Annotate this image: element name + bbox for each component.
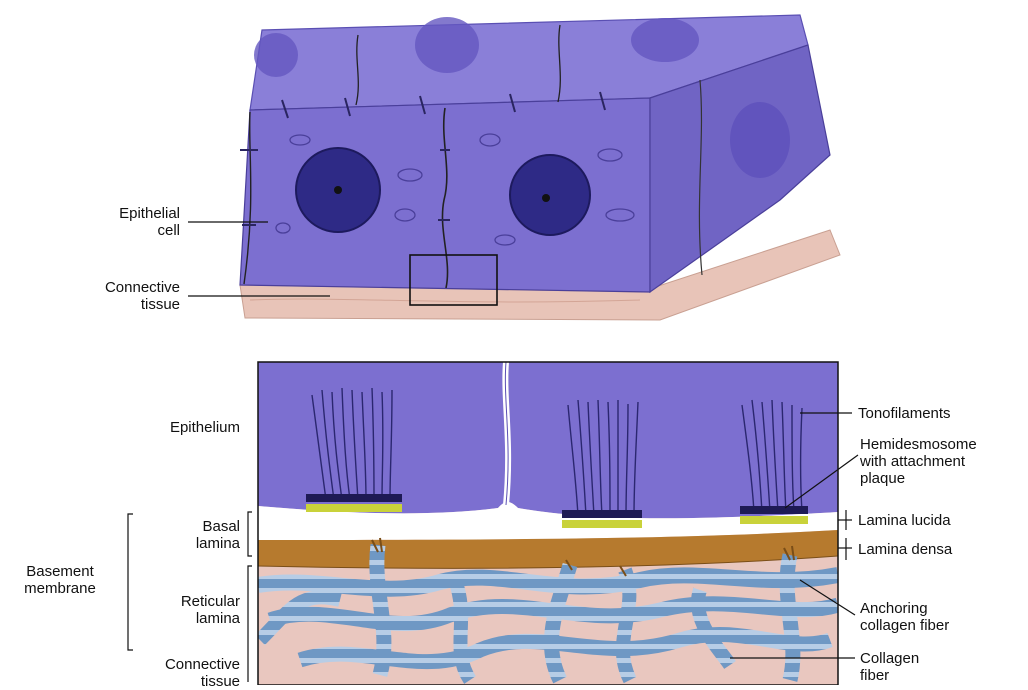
label-epithelium-text: Epithelium xyxy=(120,419,240,436)
label-collagen-fiber-line2: fiber xyxy=(860,667,919,684)
epithelial-block-illustration xyxy=(240,15,840,320)
label-lamina-densa-text: Lamina densa xyxy=(858,541,952,558)
label-basement-membrane-line1: Basement xyxy=(10,563,110,580)
label-reticular-lamina-line2: lamina xyxy=(140,610,240,627)
label-connective-tissue-bottom-line1: Connective xyxy=(120,656,240,673)
basement-membrane-illustration xyxy=(258,362,838,685)
label-reticular-lamina: Reticular lamina xyxy=(140,593,240,627)
label-epithelium: Epithelium xyxy=(120,419,240,436)
label-anchoring-collagen-fiber: Anchoring collagen fiber xyxy=(860,600,949,634)
label-lamina-lucida: Lamina lucida xyxy=(858,512,951,529)
label-connective-tissue-top-line2: tissue xyxy=(60,296,180,313)
label-hemidesmosome-line1: Hemidesmosome xyxy=(860,436,977,453)
label-anchoring-line1: Anchoring xyxy=(860,600,949,617)
label-basal-lamina: Basal lamina xyxy=(140,518,240,552)
label-collagen-fiber: Collagen fiber xyxy=(860,650,919,684)
label-tonofilaments-text: Tonofilaments xyxy=(858,405,951,422)
label-anchoring-line2: collagen fiber xyxy=(860,617,949,634)
label-lamina-densa: Lamina densa xyxy=(858,541,952,558)
label-lamina-lucida-text: Lamina lucida xyxy=(858,512,951,529)
label-hemidesmosome-line2: with attachment xyxy=(860,453,977,470)
label-epithelial-cell-line1: Epithelial xyxy=(80,205,180,222)
label-basal-lamina-line2: lamina xyxy=(140,535,240,552)
label-epithelial-cell-line2: cell xyxy=(80,222,180,239)
label-basal-lamina-line1: Basal xyxy=(140,518,240,535)
label-basement-membrane: Basement membrane xyxy=(10,563,110,597)
nucleus-right xyxy=(510,155,590,235)
label-connective-tissue-top-line1: Connective xyxy=(60,279,180,296)
label-tonofilaments: Tonofilaments xyxy=(858,405,951,422)
label-basement-membrane-line2: membrane xyxy=(10,580,110,597)
label-connective-tissue-top: Connective tissue xyxy=(60,279,180,313)
label-epithelial-cell: Epithelial cell xyxy=(80,205,180,239)
label-collagen-fiber-line1: Collagen xyxy=(860,650,919,667)
label-reticular-lamina-line1: Reticular xyxy=(140,593,240,610)
label-hemidesmosome-line3: plaque xyxy=(860,470,977,487)
label-connective-tissue-bottom-line2: tissue xyxy=(120,673,240,690)
label-hemidesmosome: Hemidesmosome with attachment plaque xyxy=(860,436,977,487)
